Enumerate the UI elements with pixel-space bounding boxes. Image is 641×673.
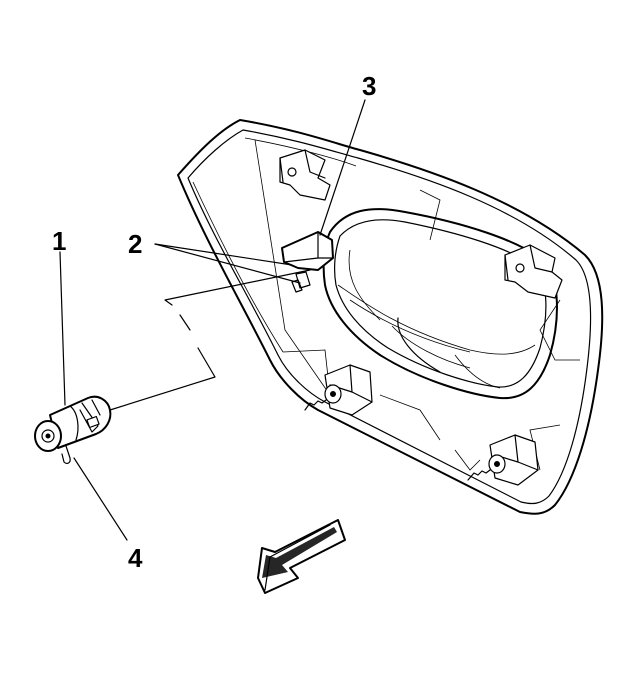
screw-stud-lower-left: [304, 399, 327, 411]
callout-3: 3: [362, 71, 376, 101]
front-direction-arrow: [257, 519, 346, 594]
callout-2: 2: [128, 229, 142, 259]
leader-lines: [59, 99, 366, 541]
retainer-clip-right: [504, 244, 563, 299]
mounting-boss-lower-left: [324, 364, 373, 416]
trim-panel: [177, 119, 604, 515]
retainer-clip-upper-left: [279, 149, 331, 201]
lock-cylinder-retaining-clip: [61, 445, 71, 464]
screw-stud-lower-right: [467, 469, 491, 481]
callout-4: 4: [128, 543, 143, 573]
mounting-boss-lower-right: [488, 434, 539, 486]
lock-cylinder: [34, 395, 112, 464]
callout-1: 1: [52, 226, 66, 256]
